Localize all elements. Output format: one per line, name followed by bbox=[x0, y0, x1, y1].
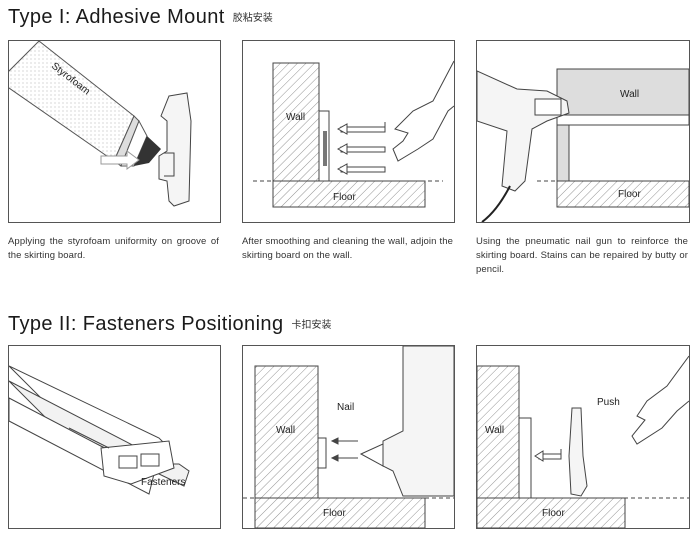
caption-adjoin-board: After smoothing and cleaning the wall, a… bbox=[242, 236, 453, 261]
section-title-adhesive: Type I: Adhesive Mount 胶粘安装 bbox=[8, 6, 273, 29]
panel-apply-styrofoam: Styrofoam bbox=[8, 40, 221, 223]
floor-label: Floor bbox=[542, 508, 565, 519]
wall-label: Wall bbox=[276, 425, 295, 436]
panel-nail-gun: Wall Floor bbox=[476, 40, 690, 223]
panel-push-board: Wall Push Floor bbox=[476, 345, 690, 529]
wall-label: Wall bbox=[485, 425, 504, 436]
wall-label: Wall bbox=[286, 112, 305, 123]
section-title-text: Type I: Adhesive Mount bbox=[8, 6, 225, 28]
fasteners-label: Fasteners bbox=[141, 477, 185, 488]
wall-label: Wall bbox=[620, 89, 639, 100]
fasteners-illustration: Fasteners bbox=[9, 365, 190, 495]
push-label: Push bbox=[597, 397, 620, 408]
adjoin-board-illustration: Wall Floor bbox=[253, 60, 454, 208]
apply-styrofoam-illustration: Styrofoam bbox=[9, 41, 192, 207]
nail-label: Nail bbox=[337, 402, 354, 413]
floor-label: Floor bbox=[618, 189, 641, 200]
caption-apply-styrofoam: Applying the styrofoam uniformity on gro… bbox=[8, 236, 219, 261]
panel-fasteners: Fasteners bbox=[8, 345, 221, 529]
section-subtitle: 胶粘安装 bbox=[232, 13, 273, 24]
nail-gun-illustration: Wall Floor bbox=[477, 68, 689, 222]
caption-nail-gun: Using the pneumatic nail gun to reinforc… bbox=[476, 236, 688, 275]
section-title-text: Type II: Fasteners Positioning bbox=[8, 313, 284, 335]
section-title-fasteners: Type II: Fasteners Positioning 卡扣安装 bbox=[8, 313, 331, 336]
floor-label: Floor bbox=[333, 192, 356, 203]
push-board-illustration: Wall Push Floor bbox=[477, 355, 689, 528]
section-subtitle: 卡扣安装 bbox=[291, 320, 332, 331]
panel-nail-fastener: Wall Nail Floor bbox=[242, 345, 455, 529]
floor-label: Floor bbox=[323, 508, 346, 519]
nail-fastener-illustration: Wall Nail Floor bbox=[243, 346, 454, 528]
panel-adjoin-board: Wall Floor bbox=[242, 40, 455, 223]
